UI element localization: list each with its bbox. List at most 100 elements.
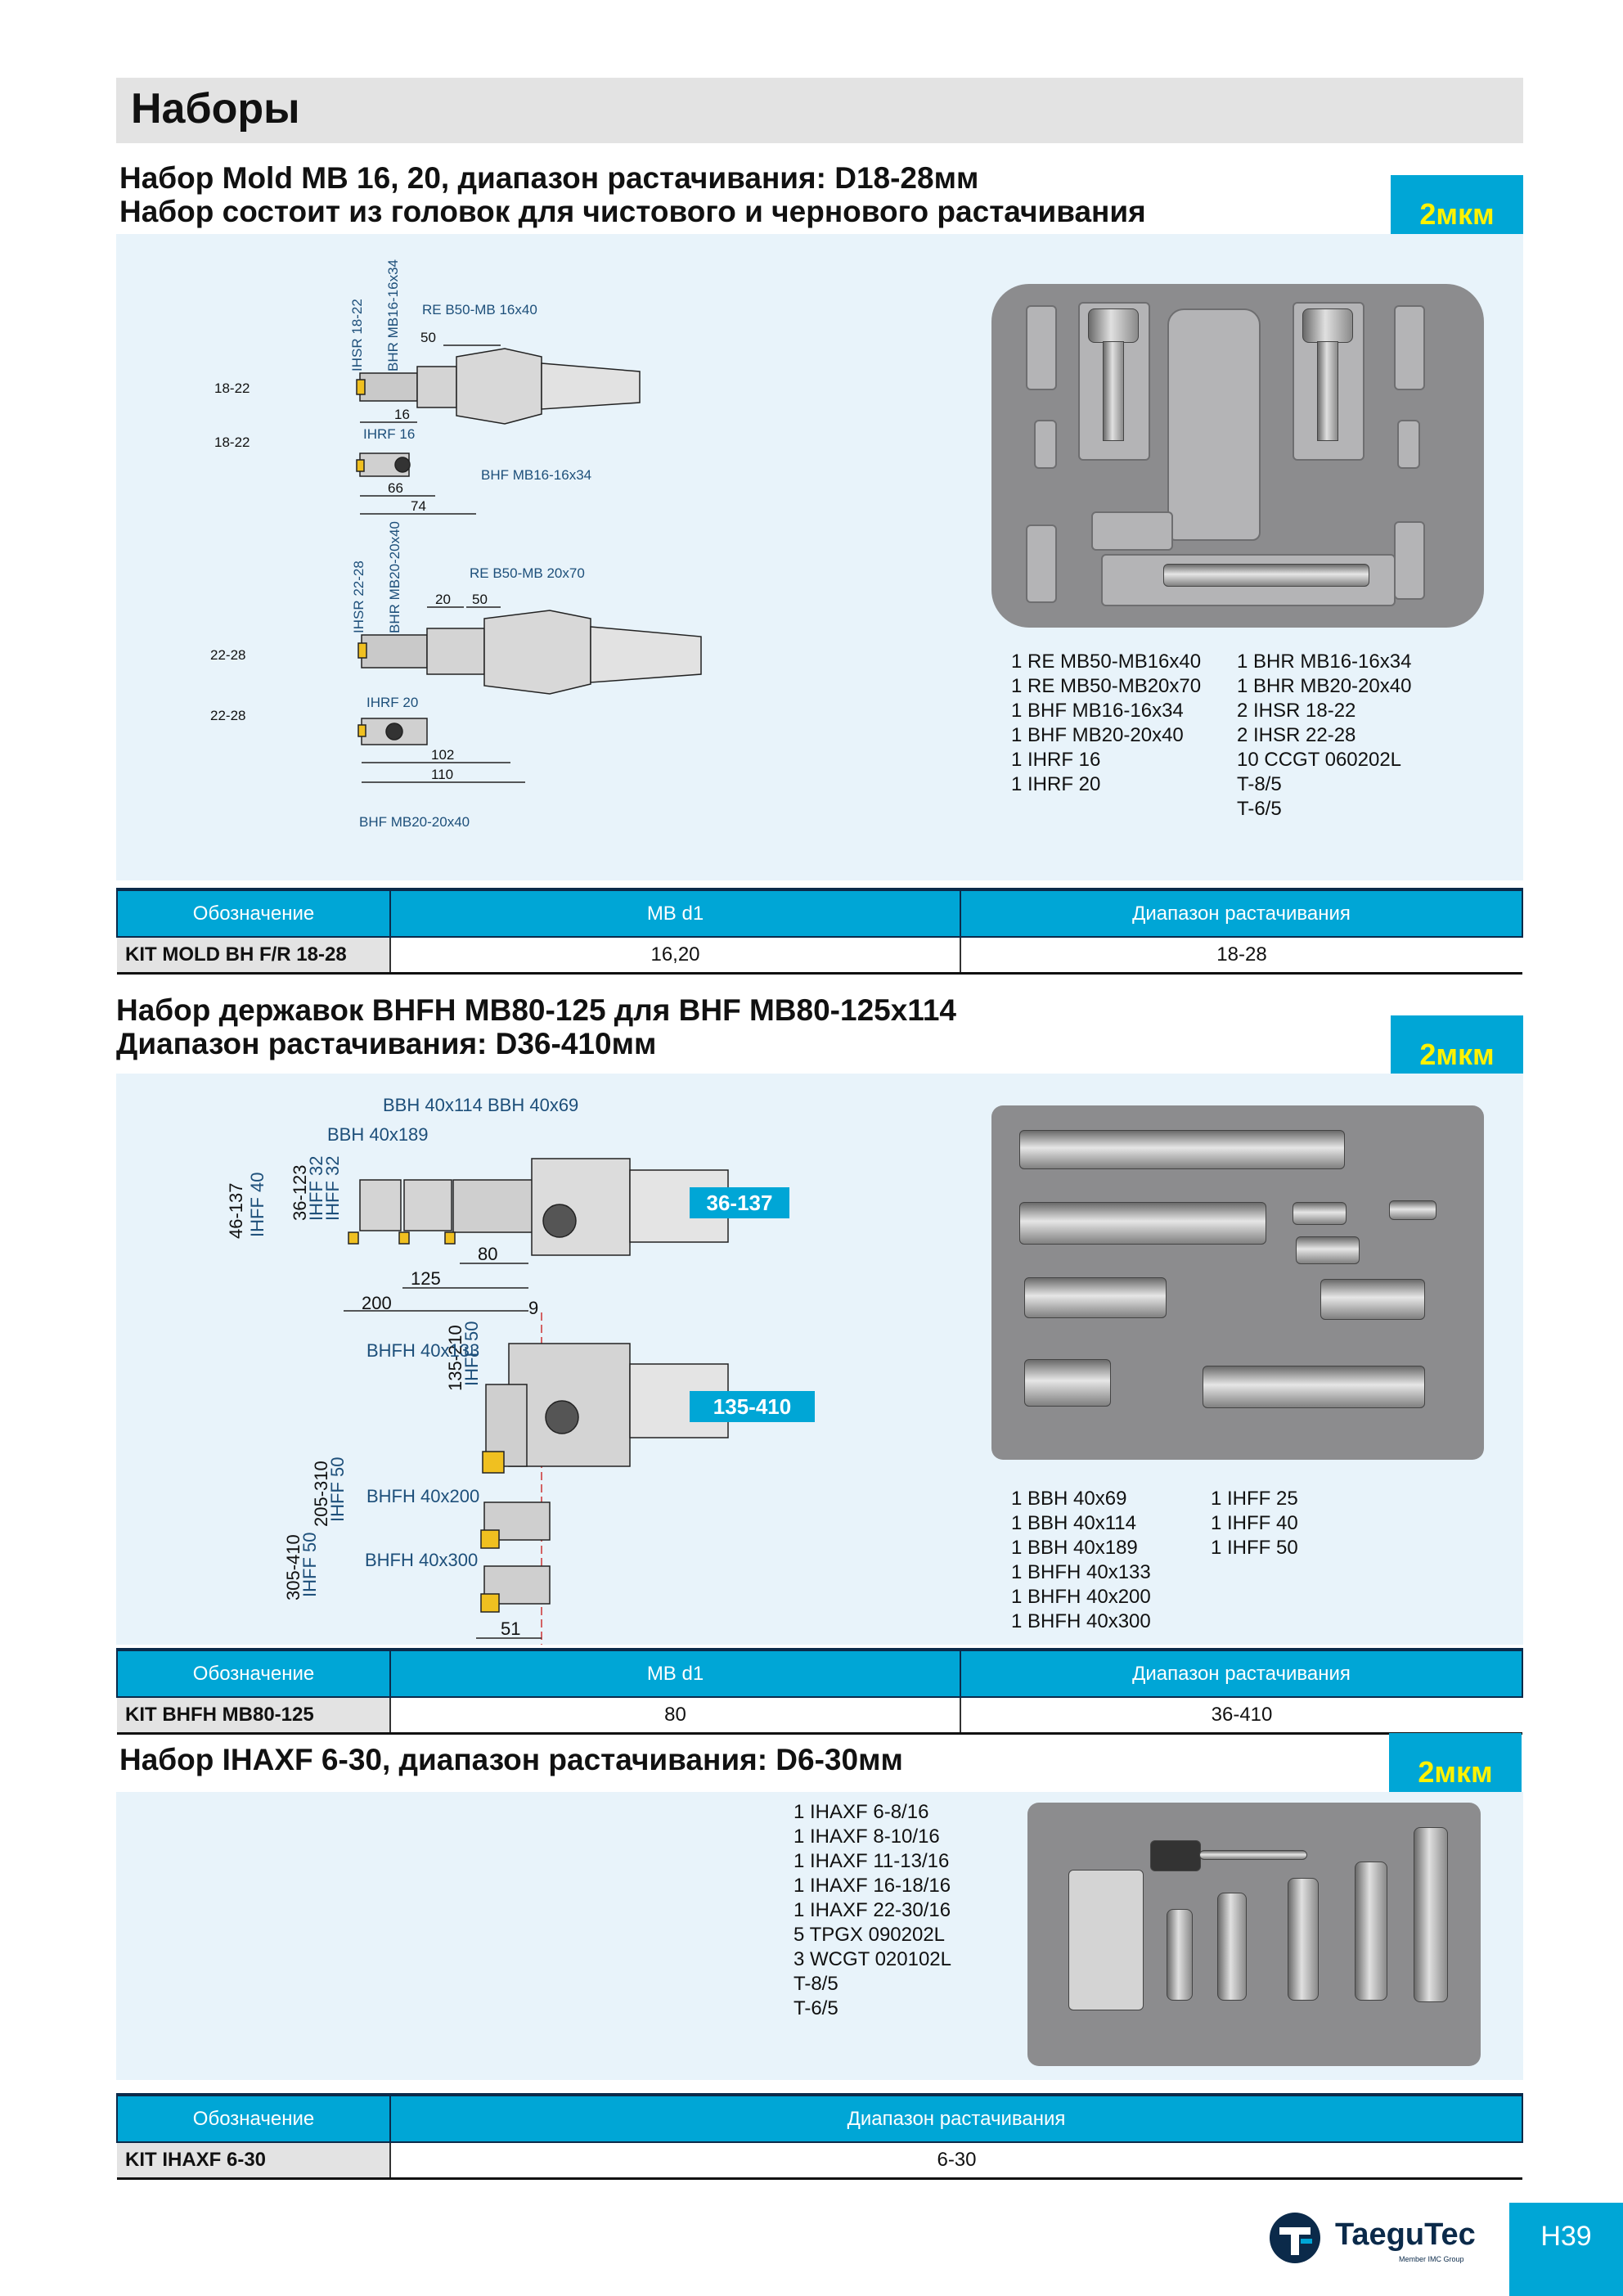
table-row: KIT MOLD BH F/R 18-28 16,20 18-28 xyxy=(117,937,1522,975)
section2-diagram: 80 125 200 9 51 46-137 36-123 135-210 20… xyxy=(226,1095,729,1645)
section1-content-item: 10 CCGT 060202L xyxy=(1237,749,1402,771)
section3-content-item: 1 IHAXF 8-10/16 xyxy=(794,1826,940,1848)
table-row: KIT BHFH MB80-125 80 36-410 xyxy=(117,1697,1522,1735)
s1-label-bhr20: BHR MB20-20x40 xyxy=(387,521,402,633)
s2-range-135-210: 135-210 xyxy=(445,1325,465,1391)
section2-title-line1: Набор державок BHFH MB80-125 для BHF MB8… xyxy=(116,993,957,1027)
section3-content-item: T-6/5 xyxy=(794,1997,838,2019)
s1-dia-1822-top: 18-22 xyxy=(214,380,250,396)
s1-label-bhr16: BHR MB16-16x34 xyxy=(385,259,401,371)
section2-content-item: 1 IHFF 40 xyxy=(1211,1512,1298,1534)
s1-label-ihsr2228: IHSR 22-28 xyxy=(351,560,366,633)
s2-range-badge-bottom: 135-410 xyxy=(690,1391,815,1422)
table-header-row: Обозначение Диапазон растачивания xyxy=(116,2093,1523,2143)
section3-content-item: 1 IHAXF 6-8/16 xyxy=(794,1801,929,1823)
section2-contents-right: 1 IHFF 25 1 IHFF 40 1 IHFF 50 xyxy=(1211,1487,1298,1560)
section3-content-item: 5 TPGX 090202L xyxy=(794,1924,946,1946)
table-row: KIT IHAXF 6-30 6-30 xyxy=(117,2142,1522,2180)
table-cell: KIT BHFH MB80-125 xyxy=(117,1697,390,1735)
s1-dim-50-top: 50 xyxy=(420,330,436,345)
section1-content-item: 1 BHF MB20-20x40 xyxy=(1011,724,1184,746)
s1-label-re16: RE B50-MB 16x40 xyxy=(422,302,537,317)
table-header: Диапазон растачивания xyxy=(960,1648,1523,1698)
table-header: MB d1 xyxy=(389,888,961,938)
section3-content-item: T-8/5 xyxy=(794,1973,838,1995)
s1-label-bhf20: BHF MB20-20x40 xyxy=(359,814,470,830)
section1-diagram: 18-22 16 50 18-22 66 74 20 50 22-28 22-2… xyxy=(210,259,702,830)
s2-range-305-410: 305-410 xyxy=(283,1534,303,1600)
table-header: Обозначение xyxy=(116,1648,391,1698)
table-header: Диапазон растачивания xyxy=(960,888,1523,938)
brand-mark-icon xyxy=(1270,2213,1320,2263)
section2-content-item: 1 IHFF 50 xyxy=(1211,1537,1298,1559)
s2-range-badge-top: 36-137 xyxy=(690,1187,789,1218)
section1-content-item: 1 BHF MB16-16x34 xyxy=(1011,700,1184,722)
section2-content-item: 1 BHFH 40x200 xyxy=(1011,1586,1151,1608)
page-header: Наборы xyxy=(116,78,1523,143)
s2-label-bhfh200: BHFH 40x200 xyxy=(366,1486,479,1506)
s2-label-bbh114: BBH 40x114 xyxy=(383,1095,483,1115)
s2-label-ihff50c: IHFF 50 xyxy=(299,1533,320,1597)
section3-content-item: 1 IHAXF 22-30/16 xyxy=(794,1899,951,1921)
table-cell: KIT IHAXF 6-30 xyxy=(117,2142,390,2180)
s1-dim-102: 102 xyxy=(431,747,454,763)
section2-content-item: 1 BHFH 40x133 xyxy=(1011,1561,1151,1583)
s1-dim-110: 110 xyxy=(431,767,453,782)
section1-content-item: 1 RE MB50-MB20x70 xyxy=(1011,675,1202,697)
section1-content-item: 1 RE MB50-MB16x40 xyxy=(1011,651,1202,673)
s2-range-46-137: 46-137 xyxy=(226,1182,246,1239)
section1-content-item: 2 IHSR 22-28 xyxy=(1237,724,1356,746)
section1-title-line2: Набор состоит из головок для чистового и… xyxy=(119,195,1146,228)
table-cell: 80 xyxy=(389,1697,960,1735)
s1-label-re20: RE B50-MB 20x70 xyxy=(470,565,585,581)
brand-logo: TaeguTec Member IMC Group xyxy=(1268,2209,1481,2267)
s1-dia-2228-bottom: 22-28 xyxy=(210,708,245,723)
s1-dim-74: 74 xyxy=(411,498,426,514)
s2-dim-51: 51 xyxy=(501,1618,520,1639)
section2-title-line2: Диапазон растачивания: D36-410мм xyxy=(116,1027,657,1060)
table-header: MB d1 xyxy=(389,1648,961,1698)
section1-kit-tray-image xyxy=(991,284,1484,628)
table-header-row: Обозначение MB d1 Диапазон растачивания xyxy=(116,888,1523,938)
page-number-box: H39 xyxy=(1509,2203,1623,2296)
section1-content-item: 1 BHR MB20-20x40 xyxy=(1237,675,1412,697)
s1-dia-1822-bottom: 18-22 xyxy=(214,434,250,450)
s1-label-bhf16: BHF MB16-16x34 xyxy=(481,467,591,483)
section1-content-item: T-8/5 xyxy=(1237,773,1282,795)
s2-label-ihff40a: IHFF 40 xyxy=(247,1173,268,1237)
s2-label-bbh69: BBH 40x69 xyxy=(488,1095,578,1115)
section2-content-item: 1 BBH 40x189 xyxy=(1011,1537,1138,1559)
page-title: Наборы xyxy=(131,85,300,133)
table-header: Обозначение xyxy=(116,2093,391,2143)
section1-spec-table: Обозначение MB d1 Диапазон растачивания … xyxy=(116,888,1523,975)
s2-dim-200: 200 xyxy=(362,1293,392,1313)
section1-title-line1: Набор Mold MB 16, 20, диапазон растачива… xyxy=(119,161,979,195)
section3-content-item: 1 IHAXF 11-13/16 xyxy=(794,1850,950,1872)
section3-spec-table: Обозначение Диапазон растачивания KIT IH… xyxy=(116,2093,1523,2180)
s2-label-ihff32b: IHFF 32 xyxy=(322,1156,343,1221)
section2-content-item: 1 IHFF 25 xyxy=(1211,1488,1298,1510)
section2-content-item: 1 BBH 40x114 xyxy=(1011,1512,1136,1534)
s2-label-bbh189: BBH 40x189 xyxy=(327,1124,429,1145)
s1-label-ihrf20: IHRF 20 xyxy=(366,695,418,710)
s2-range-36-123: 36-123 xyxy=(290,1164,310,1221)
s1-dim-16: 16 xyxy=(394,407,410,422)
section3-kit-tray-image xyxy=(1027,1803,1481,2066)
s1-label-ihsr1822: IHSR 18-22 xyxy=(349,299,365,371)
section3-content-item: 1 IHAXF 16-18/16 xyxy=(794,1875,951,1897)
section1-content-item: T-6/5 xyxy=(1237,798,1282,820)
section2-content-item: 1 BBH 40x69 xyxy=(1011,1488,1127,1510)
section3-title: Набор IHAXF 6-30, диапазон растачивания:… xyxy=(119,1743,903,1776)
s1-dim-66: 66 xyxy=(388,480,403,496)
section2-spec-table: Обозначение MB d1 Диапазон растачивания … xyxy=(116,1648,1523,1735)
table-cell: 6-30 xyxy=(389,2142,1522,2180)
s2-dim-125: 125 xyxy=(411,1268,441,1289)
page-number: H39 xyxy=(1540,2221,1592,2252)
brand-name: TaeguTec xyxy=(1335,2217,1476,2252)
table-header: Диапазон растачивания xyxy=(389,2093,1523,2143)
brand-subtitle: Member IMC Group xyxy=(1399,2255,1464,2263)
section3-contents: 1 IHAXF 6-8/16 1 IHAXF 8-10/16 1 IHAXF 1… xyxy=(794,1800,951,2021)
s1-label-ihrf16: IHRF 16 xyxy=(363,426,415,442)
table-cell: 36-410 xyxy=(960,1697,1522,1735)
table-header: Обозначение xyxy=(116,888,391,938)
